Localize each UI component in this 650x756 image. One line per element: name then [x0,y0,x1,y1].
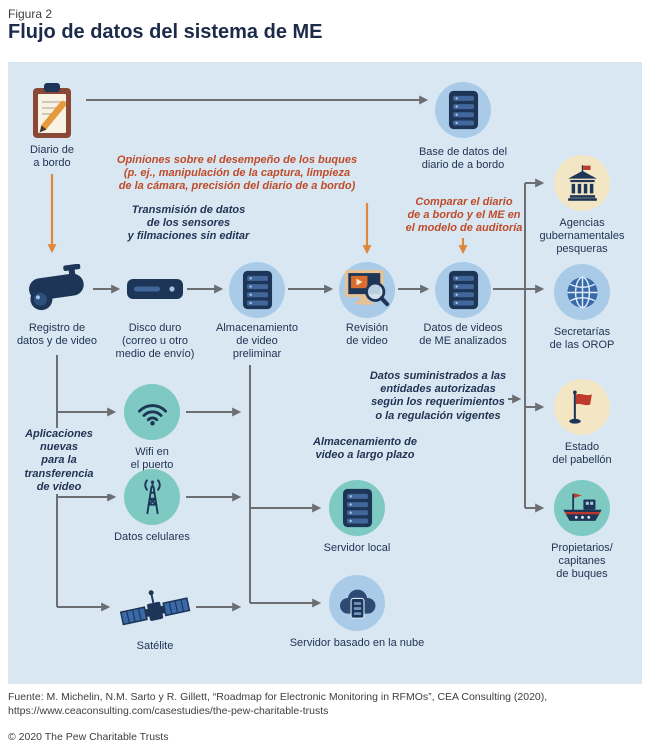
analyzed-data-label: Datos de videos de ME analizados [419,322,507,348]
copyright: © 2020 The Pew Charitable Trusts [8,731,169,743]
satellite-label: Satélite [136,640,174,652]
transmission-annotation: Transmisión de datos de los sensores y f… [127,204,250,243]
server-icon [448,90,479,130]
bank-building-icon [566,165,599,201]
server-icon [342,488,373,528]
logbook-icon [26,82,78,140]
vessel-owners-label: Propietarios/ capitanes de buques [551,542,613,581]
server-icon [448,270,479,310]
logbook-database-node [435,82,491,138]
monitor-magnifier-icon [344,269,390,311]
video-camera-icon [24,264,88,312]
government-agencies-node [554,155,610,211]
source-citation: Fuente: M. Michelin, N.M. Sarto y R. Gil… [8,691,548,718]
figure-label: Figura 2 [8,7,53,21]
preliminary-storage-node [229,262,285,318]
logbook-label: Diario de a bordo [29,144,75,170]
connector-arrows [47,95,545,612]
rfmo-secretariats-node [554,264,610,320]
new-apps-annotation: Aplicaciones nuevas para la transferenci… [8,428,110,494]
local-server-label: Servidor local [323,542,391,554]
video-review-node [339,262,395,318]
vessel-owners-node [554,480,610,536]
flag-state-label: Estado del pabellón [552,441,612,467]
cloud-server-node [329,575,385,631]
compare-annotation: Comparar el diario de a bordo y el ME en… [405,196,523,235]
diagram-panel: Diario de a bordo Base de datos del diar… [8,62,642,684]
hard-drive-label: Disco duro (correo u otro medio de envío… [115,322,195,361]
hard-drive-icon [125,275,185,303]
satellite-icon [118,580,192,634]
cellular-data-label: Datos celulares [114,531,190,543]
preliminary-storage-label: Almacenamiento de video preliminar [216,322,298,361]
cell-tower-icon [138,479,167,515]
port-wifi-node [124,384,180,440]
feedback-annotation: Opiniones sobre el desempeño de los buqu… [116,154,358,193]
port-wifi-label: Wifi en el puerto [130,446,174,472]
cellular-data-node [124,469,180,525]
flag-state-node [554,379,610,435]
wifi-icon [136,399,169,426]
long-term-storage-annotation: Almacenamiento de video a largo plazo [313,436,417,462]
local-server-node [329,480,385,536]
flag-icon [568,390,597,424]
server-icon [242,270,273,310]
analyzed-data-node [435,262,491,318]
cloud-server-label: Servidor basado en la nube [289,637,425,649]
video-review-label: Revisión de video [345,322,389,348]
rfmo-secretariats-label: Secretarías de las OROP [549,326,615,352]
fishing-boat-icon [562,491,603,525]
government-agencies-label: Agencias gubernamentales pesqueras [539,217,625,256]
supplied-data-annotation: Datos suministrados a las entidades auto… [369,370,507,422]
camera-label: Registro de datos y de video [16,322,98,348]
figure-title: Flujo de datos del sistema de ME [8,21,323,43]
logbook-database-label: Base de datos del diario de a bordo [418,146,508,172]
cloud-server-icon [336,586,379,621]
globe-icon [566,276,599,309]
